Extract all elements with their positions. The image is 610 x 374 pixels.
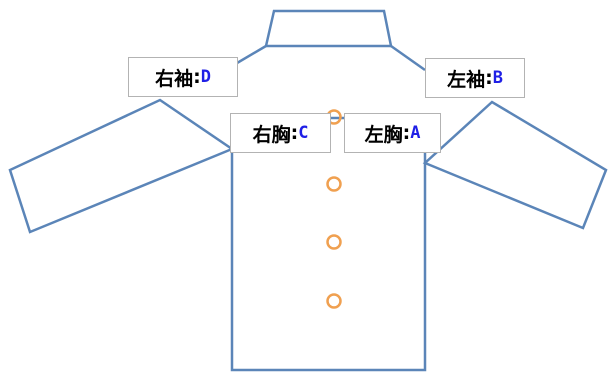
right-sleeve: [8, 98, 235, 234]
left-shoulder-line: [390, 44, 426, 72]
label-code: C: [298, 123, 309, 143]
label-name: 右袖: [155, 67, 194, 90]
label-right-sleeve: 右袖:D: [128, 57, 238, 97]
shirt-button: [326, 293, 342, 309]
label-name: 右胸: [252, 123, 291, 146]
label-left-sleeve: 左袖:B: [425, 58, 525, 98]
shirt-button: [326, 234, 342, 250]
label-code: A: [410, 123, 421, 143]
label-separator: :: [290, 122, 299, 144]
label-right-chest: 右胸:C: [230, 113, 331, 153]
shirt-collar: [264, 9, 393, 48]
label-separator: :: [402, 122, 411, 144]
label-separator: :: [485, 67, 493, 89]
label-name: 左胸: [364, 123, 403, 146]
label-code: D: [200, 67, 211, 87]
shirt-button: [326, 176, 342, 192]
left-sleeve: [422, 100, 608, 230]
label-name: 左袖: [447, 68, 486, 91]
label-left-chest: 左胸:A: [344, 113, 441, 153]
label-code: B: [492, 68, 503, 88]
label-separator: :: [193, 66, 201, 88]
